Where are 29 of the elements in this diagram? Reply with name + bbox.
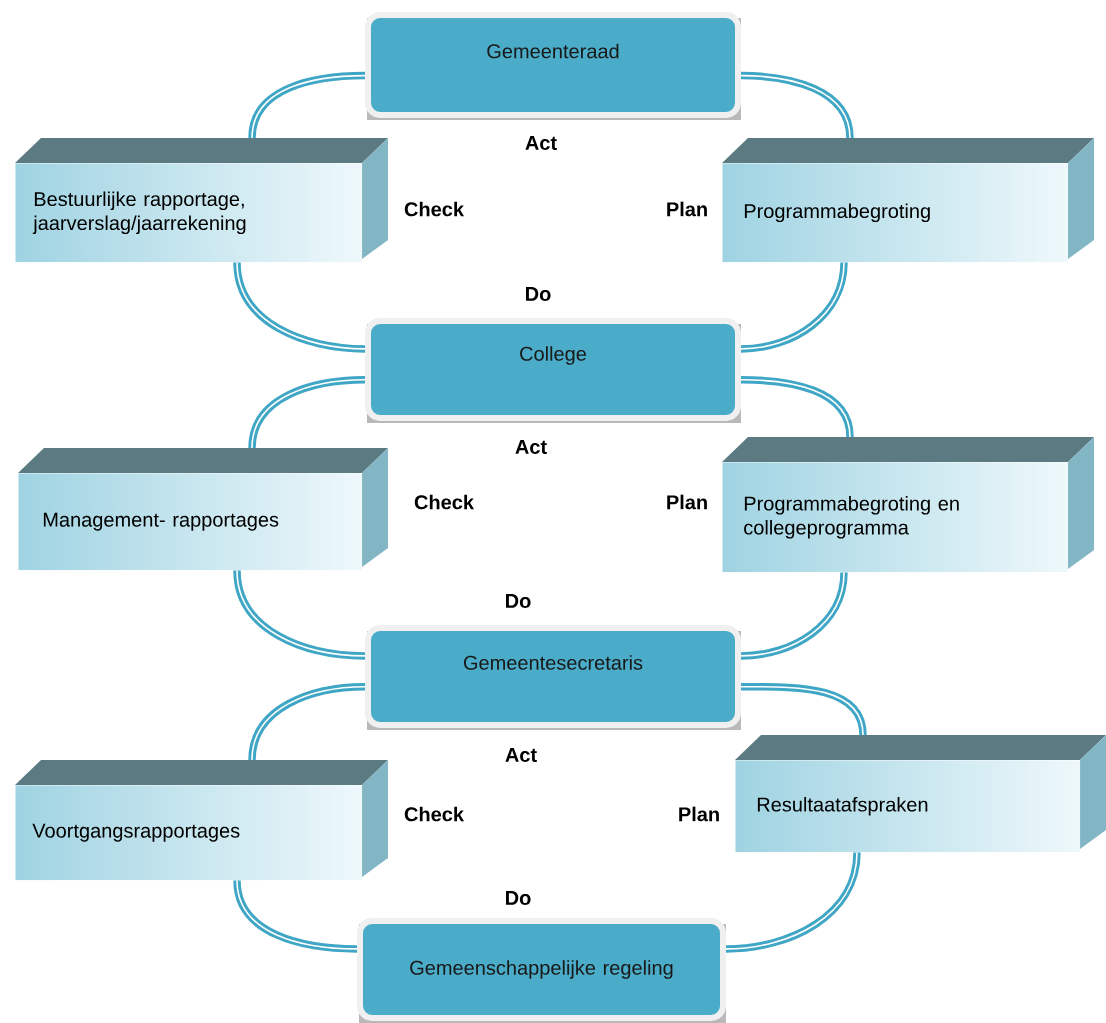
- block-3d: Management- rapportages: [18, 448, 388, 571]
- loop-line: [725, 851, 861, 953]
- loop-line: [740, 261, 848, 353]
- process-box: Gemeenteraad: [365, 12, 741, 120]
- process-box: Gemeentesecretaris: [365, 625, 741, 730]
- block-3d: Programmabegroting: [722, 138, 1094, 263]
- loop-line: [248, 683, 366, 761]
- phase-label: Check: [404, 201, 465, 217]
- loop-line: [248, 71, 366, 139]
- loop-line: [740, 571, 848, 660]
- loop-line: [740, 376, 854, 438]
- loop-line: [233, 569, 366, 660]
- loop-line: [740, 71, 854, 139]
- block-3d: Programmabegroting en collegeprogramma: [722, 437, 1094, 573]
- block-3d: Bestuurlijke rapportage, jaarverslag/jaarrekening: [15, 138, 388, 263]
- phase-label: Do: [506, 594, 531, 608]
- block-3d: Voortgangsrapportages: [15, 760, 388, 881]
- phase-label: Check: [404, 806, 465, 822]
- loop-line: [740, 683, 867, 736]
- process-box: Gemeenschappelijke regeling: [357, 918, 726, 1023]
- block-3d: Resultaatafspraken: [735, 735, 1106, 853]
- phase-label: Check: [414, 494, 475, 510]
- loop-line: [233, 261, 366, 353]
- process-box: College: [365, 318, 741, 423]
- phase-label: Do: [506, 891, 531, 905]
- loop-line: [248, 376, 366, 449]
- loop-line: [233, 879, 358, 953]
- phase-label: Do: [526, 287, 551, 301]
- phase-label: Act: [505, 748, 537, 762]
